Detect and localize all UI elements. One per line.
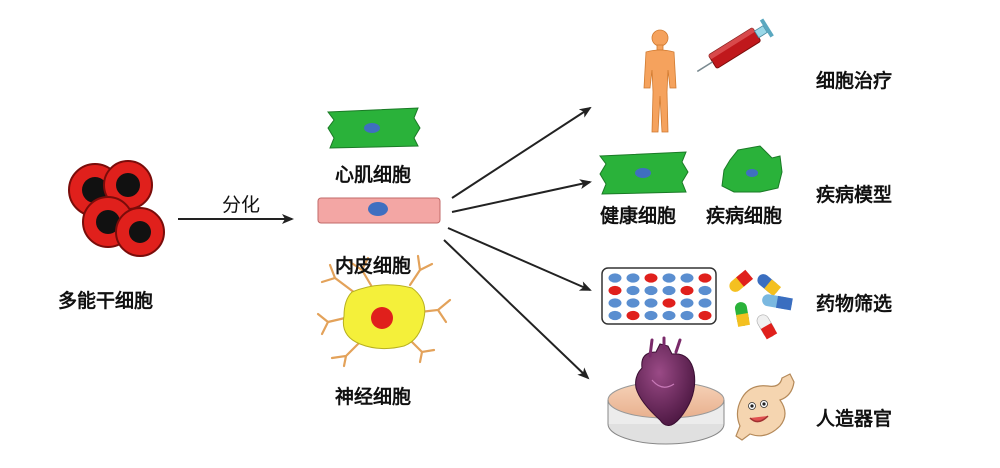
plate-well: [626, 273, 640, 283]
diseased-cell-icon: [721, 145, 783, 193]
plate-well: [626, 285, 640, 296]
healthy-cell-icon: [599, 151, 689, 195]
application-label-artificial-organ: 人造器官: [816, 408, 893, 430]
sub-label-healthy-cell: 健康细胞: [600, 205, 677, 227]
stem-cell-cluster-icon: [68, 160, 165, 257]
stem-cell-icon: [103, 160, 153, 210]
arrow-to-disease-model: [451, 179, 592, 213]
cell-type-label-endothelial: 内皮细胞: [335, 255, 412, 277]
process-label-differentiation: 分化: [222, 194, 261, 216]
human-figure-icon: [643, 29, 677, 133]
cell-type-label-cardiomyocyte: 心肌细胞: [335, 164, 412, 186]
plate-well: [698, 285, 712, 296]
neuron-icon: [316, 254, 452, 368]
plate-well: [662, 310, 676, 321]
plate-well: [608, 298, 622, 308]
plate-well: [608, 273, 622, 283]
application-label-cell-therapy: 细胞治疗: [816, 70, 893, 92]
application-label-disease-model: 疾病模型: [816, 184, 893, 206]
plate-well: [608, 310, 622, 321]
syringe-icon: [696, 18, 774, 73]
application-arrows: [443, 106, 592, 380]
stem-cell-icon: [115, 207, 165, 257]
plate-well: [662, 298, 676, 308]
plate-well: [680, 310, 694, 321]
cell-type-label-neuron: 神经细胞: [335, 386, 412, 408]
plate-well: [680, 285, 694, 296]
heart-icon: [635, 336, 696, 426]
arrow-to-cell-therapy: [451, 106, 592, 199]
plate-well: [626, 298, 640, 308]
plate-well: [662, 285, 676, 296]
stomach-icon: [735, 373, 795, 441]
source-label-stem-cell: 多能干细胞: [58, 290, 154, 312]
plate-well: [680, 273, 694, 283]
endothelial-cell-icon: [317, 197, 441, 224]
plate-well: [662, 273, 676, 283]
plate-well: [644, 273, 658, 283]
sub-label-diseased-cell: 疾病细胞: [706, 205, 783, 227]
drug-plate-icon: [601, 267, 717, 325]
plate-well: [698, 298, 712, 308]
arrow-to-drug-screening: [447, 227, 592, 291]
plate-well: [608, 285, 622, 296]
plate-well: [644, 310, 658, 321]
plate-well: [698, 310, 712, 321]
application-label-drug-screening: 药物筛选: [816, 293, 893, 315]
cardiomyocyte-icon: [327, 107, 421, 149]
plate-well: [698, 273, 712, 283]
capsules-icon: [729, 269, 793, 340]
plate-well: [680, 298, 694, 308]
arrow-to-artificial-organ: [443, 239, 590, 380]
plate-well: [644, 285, 658, 296]
plate-well: [644, 298, 658, 308]
plate-well: [626, 310, 640, 321]
